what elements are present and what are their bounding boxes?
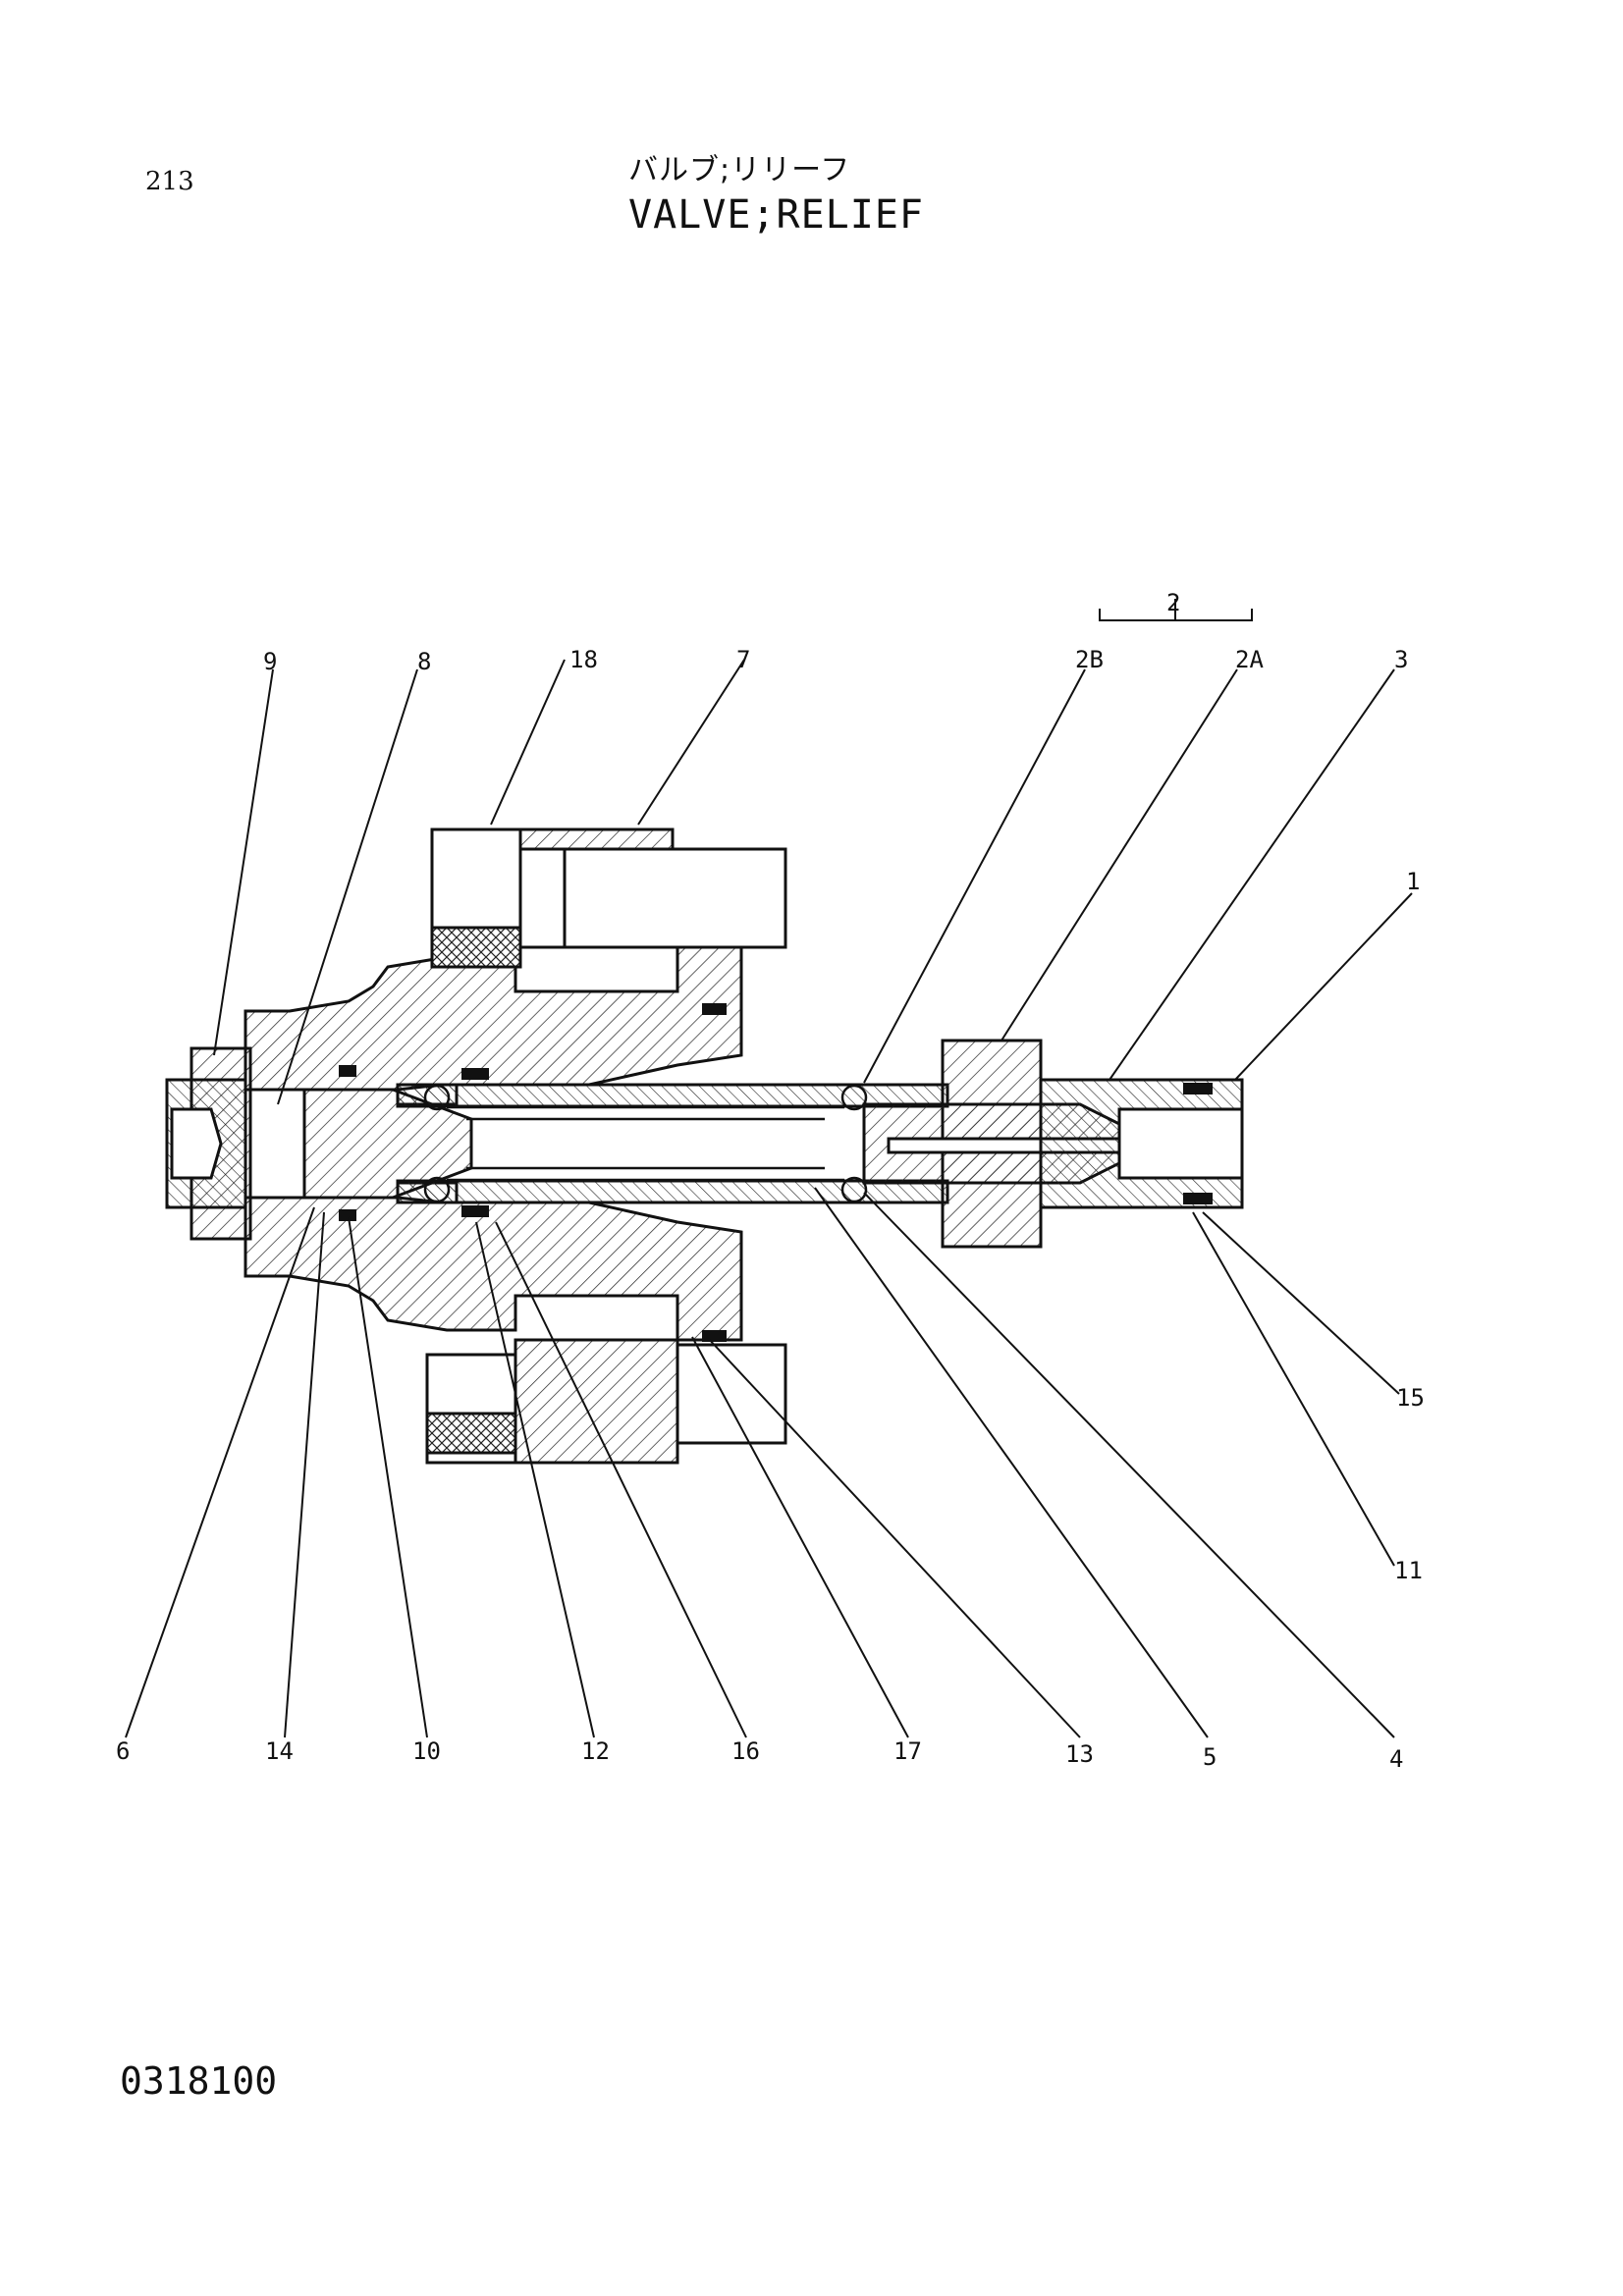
title-english: VALVE;RELIEF xyxy=(628,192,924,238)
callout-8: 8 xyxy=(417,648,431,675)
title-block: バルブ;リリーフ VALVE;RELIEF xyxy=(628,145,924,238)
callout-10: 10 xyxy=(412,1737,441,1765)
callout-2B: 2B xyxy=(1075,646,1104,673)
title-japanese: バルブ;リリーフ xyxy=(628,153,851,187)
o-rings xyxy=(339,1003,1213,1342)
upper-bolt xyxy=(430,828,787,969)
callout-15: 15 xyxy=(1396,1384,1425,1412)
callout-1: 1 xyxy=(1406,868,1420,895)
callout-5: 5 xyxy=(1203,1743,1217,1771)
callout-16: 16 xyxy=(731,1737,760,1765)
callout-2A: 2A xyxy=(1235,646,1264,673)
callout-6: 6 xyxy=(116,1737,130,1765)
callout-12: 12 xyxy=(581,1737,610,1765)
spring xyxy=(423,1084,868,1203)
callout-7: 7 xyxy=(736,646,750,673)
callout-4: 4 xyxy=(1389,1745,1403,1773)
callout-11: 11 xyxy=(1394,1557,1423,1584)
lower-bolt xyxy=(425,1338,787,1465)
callout-labels: 9 8 18 7 2 2B 2A 3 1 15 11 6 14 10 12 16… xyxy=(116,589,1425,1773)
callout-14: 14 xyxy=(265,1737,294,1765)
leader-lines xyxy=(125,599,1413,1738)
callout-2: 2 xyxy=(1166,589,1180,616)
callout-13: 13 xyxy=(1065,1740,1094,1768)
callout-17: 17 xyxy=(893,1737,922,1765)
callout-3: 3 xyxy=(1394,646,1408,673)
drawing-code: 0318100 xyxy=(120,2059,278,2103)
callout-18: 18 xyxy=(569,646,598,673)
page-number: 213 xyxy=(145,167,194,196)
callout-9: 9 xyxy=(263,648,277,675)
